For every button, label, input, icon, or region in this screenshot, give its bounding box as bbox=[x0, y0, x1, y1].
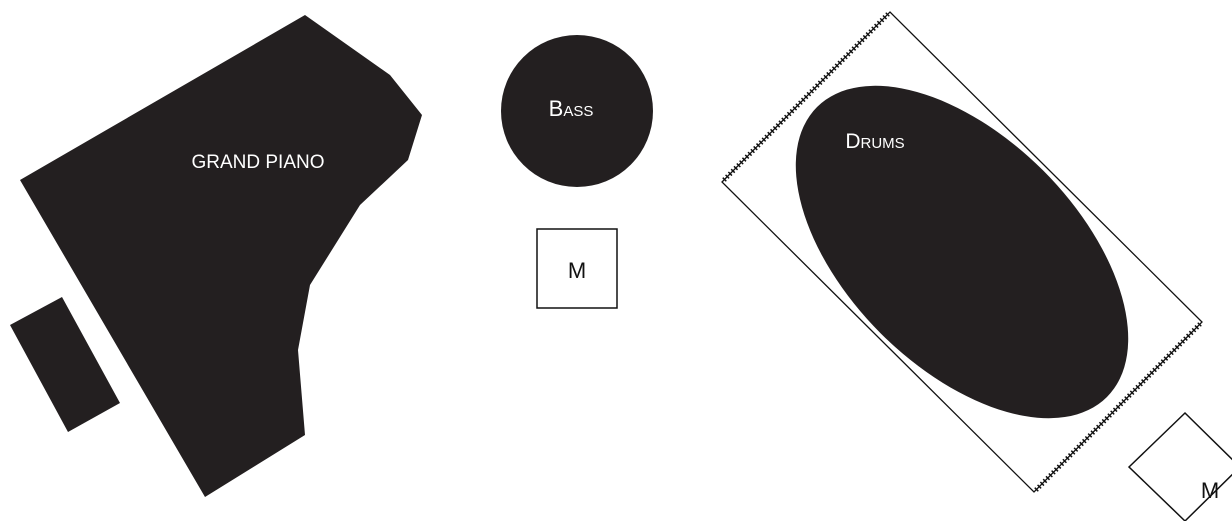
drums-label: Drums bbox=[845, 130, 904, 153]
grand-piano-shape bbox=[20, 15, 422, 497]
monitor-center-label: M bbox=[568, 258, 586, 283]
grand-piano-label: GRAND PIANO bbox=[191, 152, 324, 173]
monitor-right-label: M bbox=[1201, 478, 1219, 503]
monitor-center-box bbox=[536, 228, 618, 309]
bass-label: Bass bbox=[549, 96, 594, 121]
riser-hatch-upper bbox=[722, 12, 890, 182]
piano-bench bbox=[10, 297, 120, 432]
monitor-right-box bbox=[1127, 411, 1232, 521]
riser-hatch-lower bbox=[1034, 322, 1202, 492]
drums-ellipse bbox=[795, 85, 1129, 419]
bass-circle bbox=[501, 35, 653, 187]
